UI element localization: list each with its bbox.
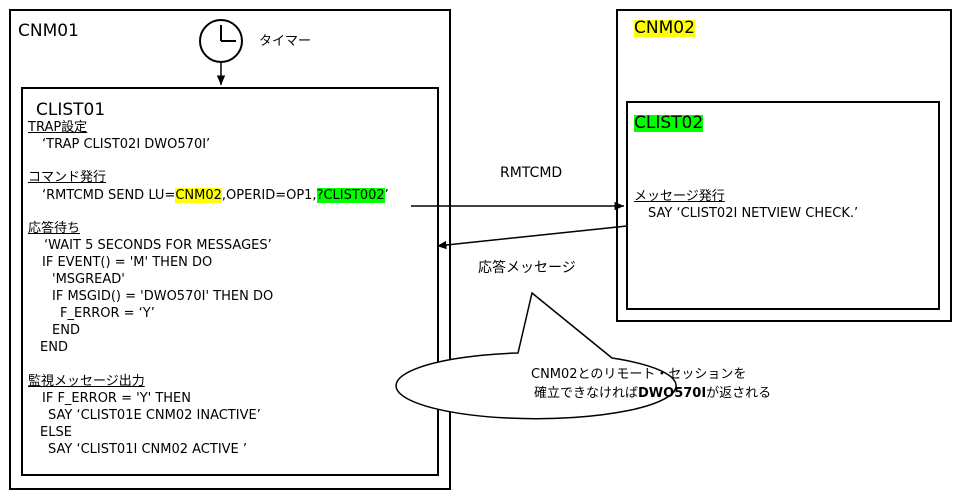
speech-bubble xyxy=(395,291,677,420)
clist01-title: CLIST01 xyxy=(36,100,106,120)
clist02-box xyxy=(626,101,940,310)
command-mid: ,OPERID=OP1, xyxy=(221,188,317,203)
timer-label: タイマー xyxy=(259,34,312,49)
cnm02-title: CNM02 xyxy=(634,18,695,38)
command-cnm02: CNM02 xyxy=(175,188,222,203)
message-heading: メッセージ発行 xyxy=(634,189,725,204)
rmtcmd-label: RMTCMD xyxy=(500,165,563,181)
wait-line: IF EVENT() = 'M' THEN DO xyxy=(42,255,213,270)
callout-prefix: 確立できなければ xyxy=(534,386,639,401)
monitor-line: ELSE xyxy=(40,425,72,440)
monitor-heading: 監視メッセージ出力 xyxy=(28,374,145,389)
wait-line: 'MSGREAD' xyxy=(52,272,125,287)
command-heading: コマンド発行 xyxy=(28,170,107,185)
wait-line: END xyxy=(52,323,80,338)
command-prefix: ‘RMTCMD SEND LU= xyxy=(42,188,176,203)
message-line: SAY ‘CLIST02I NETVIEW CHECK.’ xyxy=(648,206,859,221)
wait-line: F_ERROR = ‘Y’ xyxy=(60,306,155,321)
callout-line-2: 確立できなければDWO570Iが返される xyxy=(534,387,771,400)
response-arrow xyxy=(436,225,628,250)
wait-line: END xyxy=(40,340,68,355)
callout-line-1: CNM02とのリモート・セッションを xyxy=(531,367,747,382)
clock-icon xyxy=(199,19,243,63)
trap-line: ‘TRAP CLIST02I DWO570I’ xyxy=(42,137,211,152)
cnm01-title: CNM01 xyxy=(18,21,79,41)
cnm02-box xyxy=(616,9,952,322)
monitor-line: IF F_ERROR = 'Y' THEN xyxy=(42,391,191,406)
clist02-title: CLIST02 xyxy=(634,113,704,133)
wait-line: IF MSGID() = 'DWO570I' THEN DO xyxy=(52,289,274,304)
callout-code: DWO570I xyxy=(638,386,707,401)
command-clist: ?CLIST002 xyxy=(316,188,385,203)
command-suffix: ’ xyxy=(384,188,389,203)
monitor-line: SAY ‘CLIST01I CNM02 ACTIVE ’ xyxy=(48,442,248,457)
command-line: ‘RMTCMD SEND LU=CNM02,OPERID=OP1,?CLIST0… xyxy=(42,188,389,203)
trap-heading: TRAP設定 xyxy=(28,120,88,135)
callout-suffix: が返される xyxy=(706,386,772,401)
wait-heading: 応答待ち xyxy=(28,221,81,236)
clist01-box xyxy=(21,87,439,476)
response-label: 応答メッセージ xyxy=(478,260,576,276)
cnm01-box xyxy=(9,9,451,490)
wait-line: ‘WAIT 5 SECONDS FOR MESSAGES’ xyxy=(44,238,272,253)
monitor-line: SAY ‘CLIST01E CNM02 INACTIVE’ xyxy=(48,408,261,423)
